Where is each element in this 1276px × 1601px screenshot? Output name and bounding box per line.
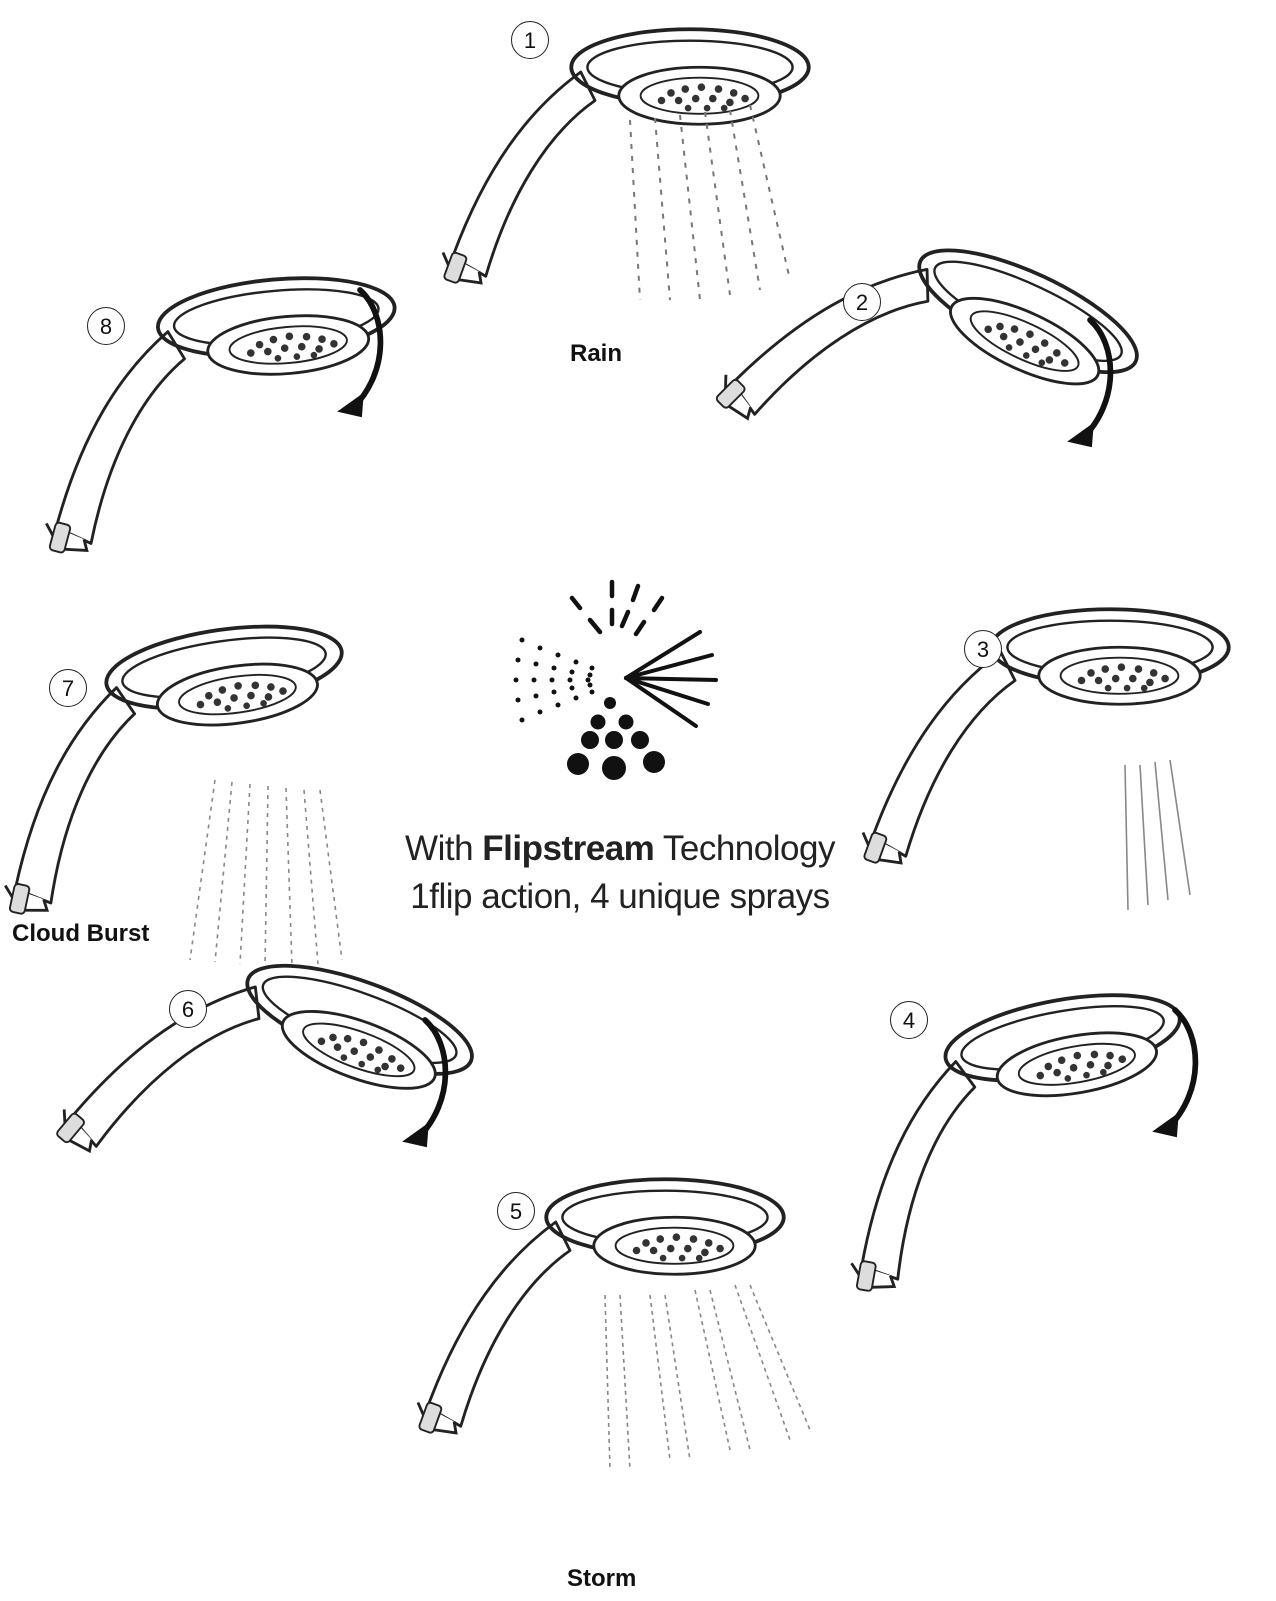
caption-line-2: 1flip action, 4 unique sprays (410, 877, 830, 916)
step-number-4: 4 (890, 1001, 928, 1039)
spray-label-cloud-burst: Cloud Burst (12, 920, 150, 947)
spray-pattern-icon (513, 579, 718, 780)
caption-line-1: With Flipstream Technology (360, 825, 880, 873)
step-number-6: 6 (169, 990, 207, 1028)
brand-name: Flipstream (482, 829, 655, 868)
caption-prefix: With (405, 829, 483, 868)
step-number-3: 3 (964, 630, 1002, 668)
step-number-7: 7 (49, 669, 87, 707)
step-number-1: 1 (511, 21, 549, 59)
step-number-8: 8 (87, 307, 125, 345)
technology-caption: With Flipstream Technology 1flip action,… (360, 825, 880, 921)
caption-suffix: Technology (654, 829, 836, 868)
spray-label-storm: Storm (567, 1565, 637, 1592)
step-number-5: 5 (497, 1192, 535, 1230)
spray-label-rain: Rain (570, 340, 623, 367)
step-number-2: 2 (843, 283, 881, 321)
